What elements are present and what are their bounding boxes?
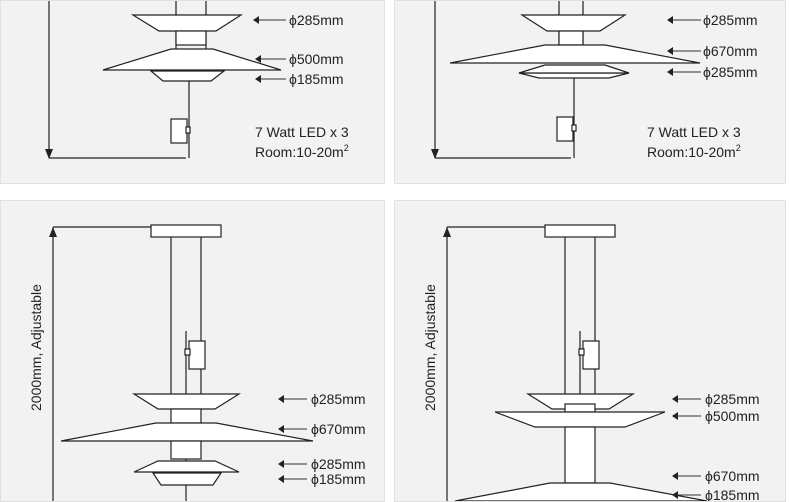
shade-185: [149, 70, 226, 82]
diameter-symbol: ϕ: [289, 12, 297, 28]
shade-500: [494, 411, 666, 428]
height-label: 2000mm, Adjustable: [422, 284, 438, 411]
shade-285: [525, 393, 636, 410]
panel-top-right: ϕ285mm ϕ670mm ϕ285mm 7 Watt LED x 3 Room…: [394, 0, 786, 184]
svg-text:ϕ185mm: ϕ185mm: [311, 471, 366, 487]
driver-box: [170, 118, 188, 144]
spec-label: 7 Watt LED x 3: [255, 124, 349, 140]
shade-670: [454, 482, 708, 501]
panel-bottom-right: 2000mm, Adjustable ϕ285mm ϕ500mm ϕ670mm …: [394, 200, 786, 502]
diameter-symbol: ϕ: [289, 71, 297, 87]
pendant-drawing-bottom-right: 2000mm, Adjustable ϕ285mm ϕ500mm ϕ670mm …: [422, 224, 760, 501]
dim-label: 500mm: [713, 408, 760, 424]
pendant-drawing-top-right: ϕ285mm ϕ670mm ϕ285mm 7 Watt LED x 3 Room…: [431, 1, 758, 160]
svg-text:ϕ285mm: ϕ285mm: [311, 456, 366, 472]
shade-285-lower: [133, 460, 240, 473]
svg-text:ϕ185mm: ϕ185mm: [705, 487, 760, 501]
ceiling-canopy: [544, 224, 616, 238]
dim-label: 500mm: [297, 51, 344, 67]
svg-text:ϕ500mm: ϕ500mm: [705, 408, 760, 424]
dim-label: 285mm: [711, 64, 758, 80]
dim-label: 185mm: [319, 471, 366, 487]
shade-285: [130, 14, 244, 32]
driver-box: [556, 116, 574, 142]
height-label: 2000mm, Adjustable: [28, 284, 44, 411]
svg-text:ϕ670mm: ϕ670mm: [311, 421, 366, 437]
dim-label: 670mm: [319, 421, 366, 437]
dim-label: 670mm: [713, 468, 760, 484]
dim-label: 185mm: [297, 71, 344, 87]
shade-670: [449, 44, 701, 64]
shade-285: [131, 393, 242, 410]
svg-text:ϕ285mm: ϕ285mm: [703, 64, 758, 80]
dim-label: 670mm: [711, 43, 758, 59]
svg-text:ϕ285mm: ϕ285mm: [289, 12, 344, 28]
svg-text:ϕ285mm: ϕ285mm: [705, 391, 760, 407]
shade-285-lower: [518, 72, 630, 79]
shade-670: [60, 422, 314, 442]
dim-arrows: [278, 395, 307, 483]
svg-text:ϕ285mm: ϕ285mm: [703, 12, 758, 28]
shade-185: [151, 472, 223, 486]
room-label: Room:10-20m2: [647, 143, 741, 160]
svg-text:ϕ670mm: ϕ670mm: [703, 43, 758, 59]
ceiling-canopy: [150, 224, 222, 238]
dim-arrows: [667, 16, 701, 76]
dim-label: 285mm: [713, 391, 760, 407]
panel-bottom-left: 2000mm, Adjustable ϕ285mm ϕ670mm ϕ285mm …: [0, 200, 385, 502]
dim-label: 285mm: [319, 391, 366, 407]
svg-text:ϕ670mm: ϕ670mm: [705, 468, 760, 484]
dim-label: 285mm: [297, 12, 344, 28]
dim-arrows: [672, 395, 701, 499]
dim-label: 285mm: [319, 456, 366, 472]
driver-box: [582, 340, 600, 370]
driver-box: [188, 340, 206, 370]
spec-label: 7 Watt LED x 3: [647, 124, 741, 140]
dim-arrows: [253, 16, 286, 83]
panel-top-left: ϕ285mm ϕ500mm ϕ185mm 7 Watt LED x 3 Room…: [0, 0, 385, 184]
svg-text:ϕ185mm: ϕ185mm: [289, 71, 344, 87]
room-label: Room:10-20m2: [255, 143, 349, 160]
shade-500: [102, 48, 282, 71]
pendant-drawing-top-left: ϕ285mm ϕ500mm ϕ185mm 7 Watt LED x 3 Room…: [45, 1, 349, 160]
svg-text:ϕ285mm: ϕ285mm: [311, 391, 366, 407]
shade-285: [519, 14, 628, 32]
pendant-drawing-bottom-left: 2000mm, Adjustable ϕ285mm ϕ670mm ϕ285mm …: [28, 224, 366, 501]
svg-text:ϕ500mm: ϕ500mm: [289, 51, 344, 67]
diameter-symbol: ϕ: [289, 51, 297, 67]
dim-label: 285mm: [711, 12, 758, 28]
dim-label: 185mm: [713, 487, 760, 501]
